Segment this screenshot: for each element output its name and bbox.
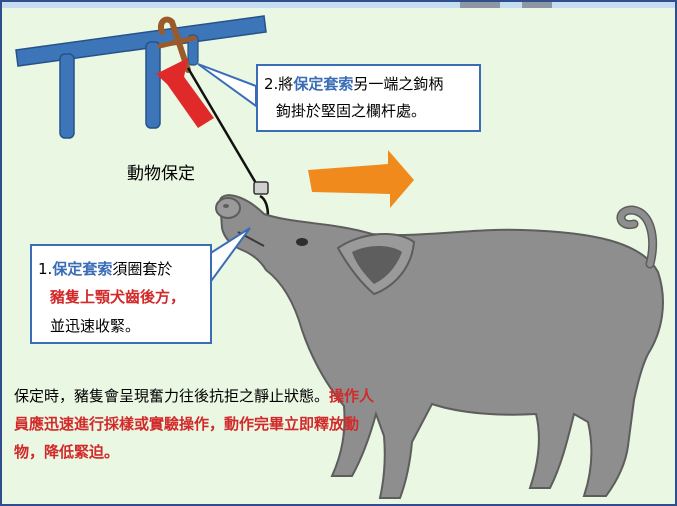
step-prefix: 1.: [38, 260, 53, 278]
callout-text: 另一端之鉤柄: [353, 75, 444, 93]
pig-icon: [215, 194, 664, 499]
highlight-term: 保定套索: [293, 75, 354, 93]
hook-instruction-callout: 2.將保定套索另一端之鉤柄 鉤掛於堅固之欄杆處。: [256, 64, 481, 132]
callout-line: 並迅速收緊。: [50, 317, 141, 335]
callout-line-red: 豬隻上顎犬齒後方，: [50, 288, 186, 306]
callout-line: 2.將保定套索另一端之鉤柄: [264, 71, 443, 97]
highlight-term: 保定套索: [52, 260, 113, 278]
restraint-note: 保定時，豬隻會呈現奮力往後抗拒之靜止狀態。操作人員應迅速進行採樣或實驗操作，動作…: [14, 382, 384, 466]
step-prefix: 2.將: [264, 75, 294, 93]
top-bar: [2, 2, 675, 8]
callout-line: 鉤掛於堅固之欄杆處。: [276, 102, 427, 120]
top-bar-shade: [522, 2, 552, 8]
snare-instruction-callout: 1.保定套索須圈套於 豬隻上顎犬齒後方， 並迅速收緊。: [30, 244, 212, 344]
snare-pole-icon: [157, 16, 269, 240]
callout-text: 須圈套於: [112, 260, 173, 278]
note-warning-text: 操作人員應迅速進行採樣或實驗操作，動作完畢立即釋放動物，降低緊迫。: [14, 387, 375, 461]
top-bar-shade: [460, 2, 500, 8]
note-text: 保定時，豬隻會呈現奮力往後抗拒之靜止狀態。: [14, 387, 330, 405]
orange-right-arrow-icon: [308, 150, 414, 208]
red-up-arrow-icon: [156, 58, 214, 128]
callout-line: 1.保定套索須圈套於: [38, 256, 172, 282]
section-title: 動物保定: [127, 164, 195, 184]
rail-icon: [15, 15, 267, 139]
